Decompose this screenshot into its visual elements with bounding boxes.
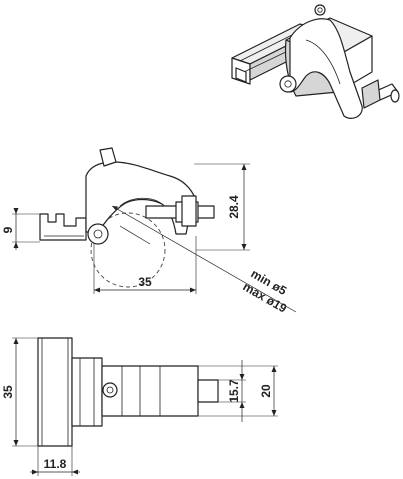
- top-view: [12, 337, 278, 476]
- dim-label-28-4: 28.4: [227, 195, 241, 219]
- dim-label-35-vertical: 35: [1, 385, 15, 399]
- isometric-view: [231, 4, 400, 119]
- side-view: [12, 147, 297, 313]
- dim-label-35-horizontal: 35: [138, 275, 152, 289]
- dim-label-15-7: 15.7: [227, 379, 241, 403]
- dim-label-9: 9: [1, 226, 15, 233]
- dim-label-11-8: 11.8: [44, 457, 67, 471]
- dim-label-20: 20: [259, 384, 273, 398]
